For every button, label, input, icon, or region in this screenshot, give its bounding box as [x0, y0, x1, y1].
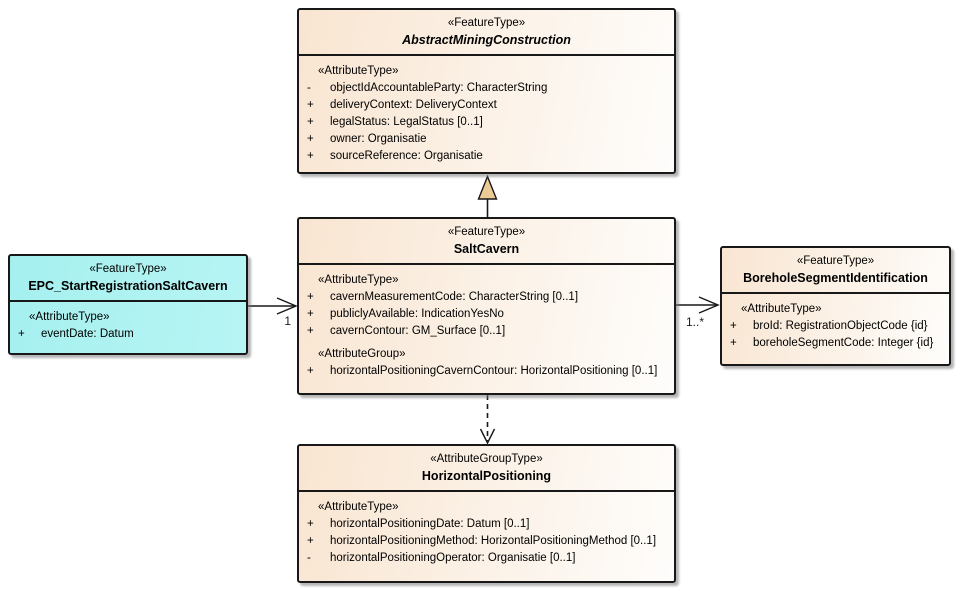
visibility-marker: +: [730, 337, 737, 349]
class-stereotype: «FeatureType»: [447, 226, 526, 238]
class-box-abstract-mining-construction: «FeatureType» AbstractMiningConstruction…: [297, 8, 676, 174]
class-title-compartment: «FeatureType» BoreholeSegmentIdentificat…: [722, 248, 949, 294]
class-box-horizontal-positioning: «AttributeGroupType» HorizontalPositioni…: [297, 444, 676, 583]
association-connector-saltcavern-borehole: 1..*: [676, 296, 720, 329]
class-stereotype: «FeatureType»: [796, 255, 875, 267]
visibility-marker: +: [307, 365, 314, 377]
attribute-text: broId: RegistrationObjectCode {id}: [753, 320, 928, 332]
class-name: SaltCavern: [453, 242, 520, 256]
section-label: «AttributeType»: [318, 501, 399, 513]
visibility-marker: +: [307, 291, 314, 303]
attribute-row: + publiclyAvailable: IndicationYesNo: [305, 306, 670, 323]
class-title-compartment: «AttributeGroupType» HorizontalPositioni…: [299, 446, 674, 492]
attributes-compartment: «AttributeType» - objectIdAccountablePar…: [299, 56, 674, 169]
attribute-row: + broId: RegistrationObjectCode {id}: [728, 318, 945, 335]
attribute-text: horizontalPositioningDate: Datum [0..1]: [330, 518, 530, 530]
visibility-marker: +: [730, 320, 737, 332]
attribute-row: - horizontalPositioningOperator: Organis…: [305, 550, 670, 567]
class-box-salt-cavern: «FeatureType» SaltCavern «AttributeType»…: [297, 217, 676, 395]
association-arrowhead-icon: [698, 296, 720, 314]
attribute-text: boreholeSegmentCode: Integer {id}: [753, 337, 934, 349]
section-label: «AttributeType»: [318, 274, 399, 286]
attribute-text: cavernMeasurementCode: CharacterString […: [330, 291, 579, 303]
class-title-compartment: «FeatureType» EPC_StartRegistrationSaltC…: [10, 256, 246, 302]
attribute-row: + boreholeSegmentCode: Integer {id}: [728, 335, 945, 352]
attribute-row: + owner: Organisatie: [305, 131, 670, 148]
attribute-text: horizontalPositioningOperator: Organisat…: [330, 552, 576, 564]
visibility-marker: +: [307, 99, 314, 111]
section-label: «AttributeGroup»: [318, 348, 406, 360]
attribute-text: eventDate: Datum: [41, 328, 134, 340]
attribute-text: publiclyAvailable: IndicationYesNo: [330, 308, 504, 320]
attribute-text: objectIdAccountableParty: CharacterStrin…: [330, 82, 548, 94]
attributes-compartment: «AttributeType» + eventDate: Datum: [10, 302, 246, 347]
attribute-text: owner: Organisatie: [330, 133, 427, 145]
attribute-text: horizontalPositioningMethod: HorizontalP…: [330, 535, 657, 547]
visibility-marker: +: [18, 328, 25, 340]
association-arrowhead-icon: [276, 297, 298, 315]
visibility-marker: +: [307, 535, 314, 547]
visibility-marker: +: [307, 308, 314, 320]
class-title-compartment: «FeatureType» AbstractMiningConstruction: [299, 10, 674, 56]
visibility-marker: -: [307, 552, 311, 564]
class-stereotype: «FeatureType»: [89, 263, 167, 275]
section-label: «AttributeType»: [741, 303, 822, 315]
visibility-marker: +: [307, 133, 314, 145]
attributes-compartment: «AttributeType» + horizontalPositioningD…: [299, 492, 674, 571]
class-stereotype: «AttributeGroupType»: [430, 453, 543, 465]
attribute-text: deliveryContext: DeliveryContext: [330, 99, 497, 111]
attribute-row: - objectIdAccountableParty: CharacterStr…: [305, 80, 670, 97]
visibility-marker: +: [307, 518, 314, 530]
class-box-borehole-segment-identification: «FeatureType» BoreholeSegmentIdentificat…: [720, 246, 951, 366]
attribute-row: + sourceReference: Organisatie: [305, 148, 670, 165]
attribute-row: + horizontalPositioningCavernContour: Ho…: [305, 363, 670, 380]
attribute-row: + horizontalPositioningMethod: Horizonta…: [305, 533, 670, 550]
dependency-arrowhead-icon: [479, 428, 496, 445]
multiplicity-label-saltcavern-borehole: 1..*: [686, 315, 704, 329]
visibility-marker: +: [307, 325, 314, 337]
attribute-text: legalStatus: LegalStatus [0..1]: [330, 116, 483, 128]
section-label: «AttributeType»: [318, 65, 399, 77]
attributes-compartment: «AttributeType» + broId: RegistrationObj…: [722, 294, 949, 356]
class-title-compartment: «FeatureType» SaltCavern: [299, 219, 674, 265]
attribute-row: + cavernMeasurementCode: CharacterString…: [305, 289, 670, 306]
class-name: HorizontalPositioning: [421, 469, 552, 483]
attribute-text: sourceReference: Organisatie: [330, 150, 483, 162]
class-name: EPC_StartRegistrationSaltCavern: [28, 279, 228, 293]
visibility-marker: -: [307, 82, 311, 94]
attribute-row: + legalStatus: LegalStatus [0..1]: [305, 114, 670, 131]
dependency-connector: [479, 395, 496, 445]
visibility-marker: +: [307, 116, 314, 128]
visibility-marker: +: [307, 150, 314, 162]
class-stereotype: «FeatureType»: [447, 17, 526, 29]
class-name: BoreholeSegmentIdentification: [743, 271, 928, 285]
attribute-row: + deliveryContext: DeliveryContext: [305, 97, 670, 114]
attribute-text: horizontalPositioningCavernContour: Hori…: [330, 365, 658, 377]
generalization-arrowhead-icon: [477, 174, 498, 200]
association-connector-epc-saltcavern: 1: [248, 297, 298, 328]
attribute-row: + cavernContour: GM_Surface [0..1]: [305, 323, 670, 340]
attribute-text: cavernContour: GM_Surface [0..1]: [330, 325, 506, 337]
attribute-row: + eventDate: Datum: [16, 326, 242, 343]
class-name: AbstractMiningConstruction: [402, 33, 571, 47]
class-box-epc-start-registration-salt-cavern: «FeatureType» EPC_StartRegistrationSaltC…: [8, 254, 248, 355]
section-label: «AttributeType»: [29, 311, 110, 323]
attribute-row: + horizontalPositioningDate: Datum [0..1…: [305, 516, 670, 533]
generalization-connector: [477, 174, 498, 217]
multiplicity-label-epc-saltcavern: 1: [284, 314, 291, 328]
attributes-compartment: «AttributeType» + cavernMeasurementCode:…: [299, 265, 674, 384]
